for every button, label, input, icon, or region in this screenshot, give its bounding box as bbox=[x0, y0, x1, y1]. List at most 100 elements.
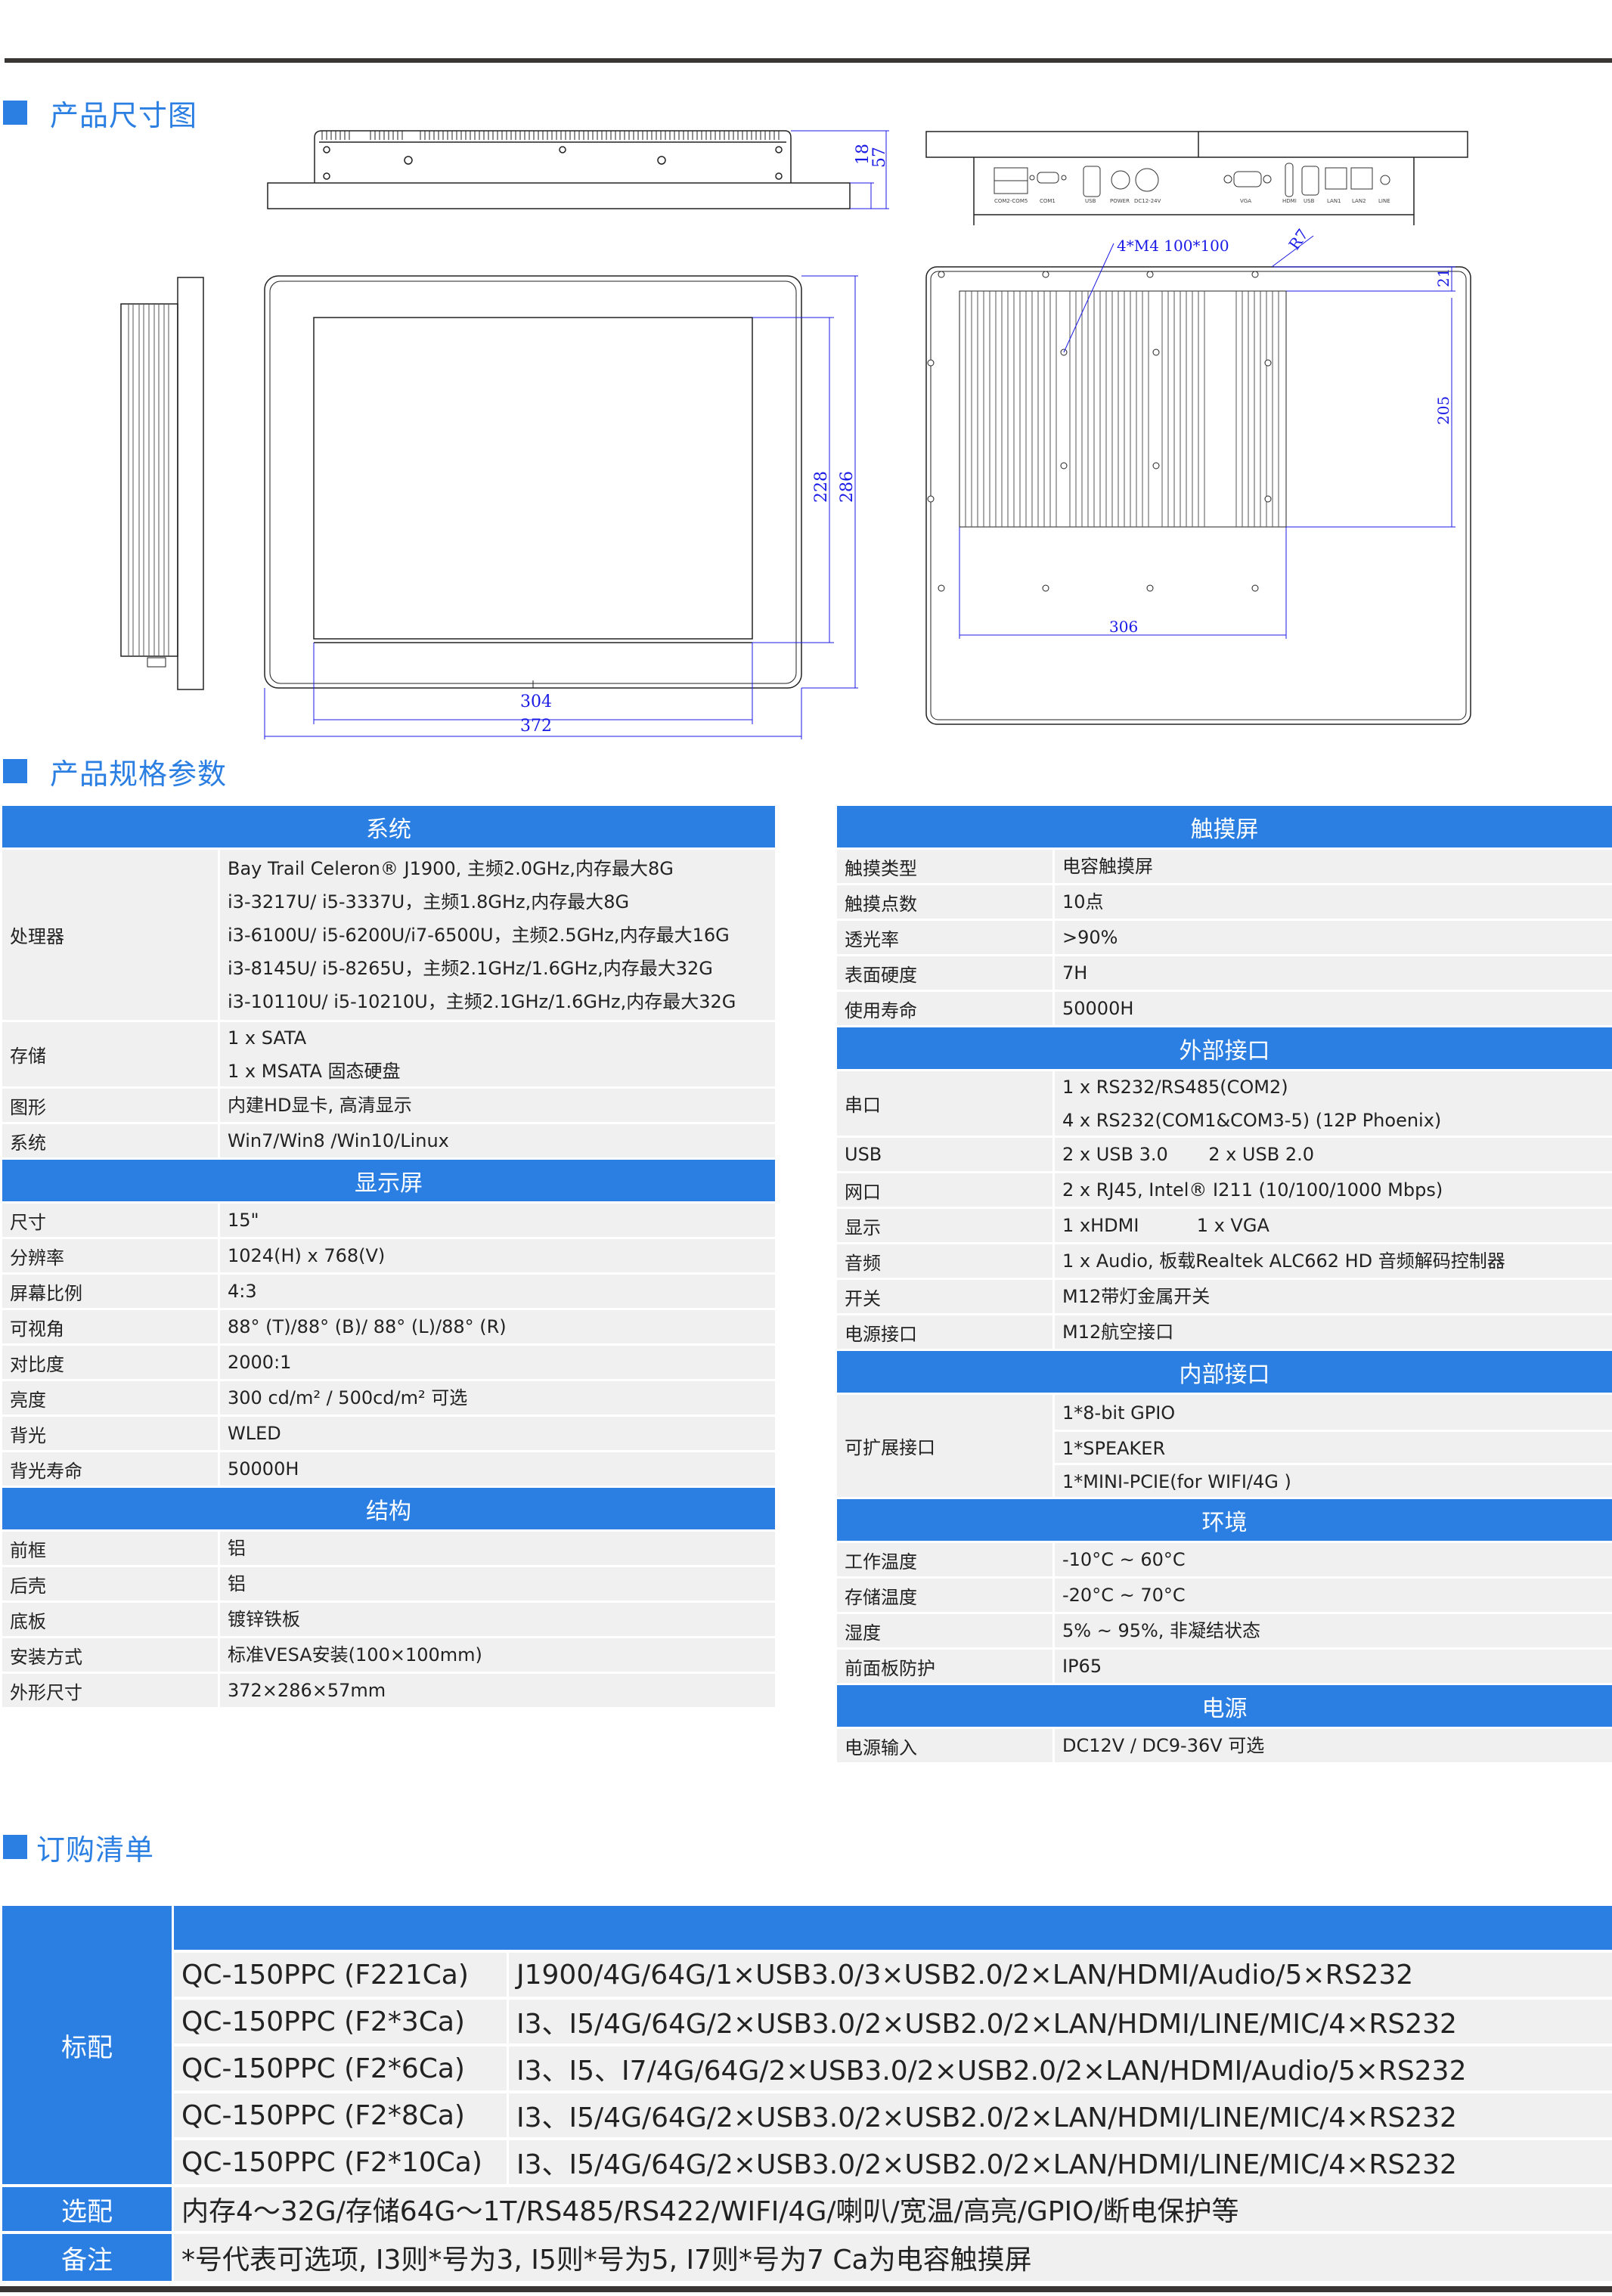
spec-value: 1 x SATA 1 x MSATA 固态硬盘 bbox=[220, 1022, 775, 1086]
spec-value-line: i3-6100U/ i5-6200U/i7-6500U，主频2.5GHz,内存最… bbox=[228, 924, 730, 946]
spec-key: 表面硬度 bbox=[837, 956, 1055, 990]
spec-value: 372×286×57mm bbox=[220, 1674, 775, 1707]
spec-value: 标准VESA安装(100×100mm) bbox=[220, 1638, 775, 1672]
model-cell: QC-150PPC (F2*3Ca) bbox=[172, 2000, 507, 2047]
note-label: 备注 bbox=[2, 2234, 172, 2281]
spec-table-left: 系统 处理器 Bay Trail Celeron® J1900, 主频2.0GH… bbox=[2, 806, 775, 1709]
spec-key: 使用寿命 bbox=[837, 992, 1055, 1025]
spec-key: 开关 bbox=[837, 1280, 1055, 1313]
group-header-display: 显示屏 bbox=[2, 1160, 775, 1204]
dim-306: 306 bbox=[1109, 618, 1138, 636]
spec-row-expansion: 可扩展接口 1*8-bit GPIO 1*SPEAKER 1*MINI-PCIE… bbox=[837, 1395, 1612, 1499]
spec-value-line: 1 x RS232/RS485(COM2) bbox=[1062, 1076, 1288, 1098]
spec-row: 尺寸 15" bbox=[2, 1204, 775, 1239]
spec-value: 10点 bbox=[1055, 885, 1612, 919]
spec-key: 背光 bbox=[2, 1417, 220, 1450]
group-header-internal-io: 内部接口 bbox=[837, 1351, 1612, 1395]
spec-row: 后壳铝 bbox=[2, 1567, 775, 1603]
spec-value-line: 88° (T)/88° (B)/ 88° (L)/88° (R) bbox=[228, 1316, 507, 1337]
dim-304: 304 bbox=[520, 693, 552, 711]
spec-value-line: i3-8145U/ i5-8265U，主频2.1GHz/1.6GHz,内存最大3… bbox=[228, 957, 713, 979]
spec-value-line: 2 x RJ45, Intel® I211 (10/100/1000 Mbps) bbox=[1062, 1179, 1443, 1201]
config-cell: I3、I5/4G/64G/2×USB3.0/2×USB2.0/2×LAN/HDM… bbox=[507, 2000, 1612, 2047]
spec-key: 显示 bbox=[837, 1209, 1055, 1242]
spec-key: 图形 bbox=[2, 1089, 220, 1122]
spec-value: DC12V / DC9-36V 可选 bbox=[1055, 1729, 1612, 1762]
spec-key: 外形尺寸 bbox=[2, 1674, 220, 1707]
spec-value-line: Win7/Win8 /Win10/Linux bbox=[228, 1130, 449, 1151]
port-label-line: LINE bbox=[1378, 198, 1390, 204]
spec-key: 电源输入 bbox=[837, 1729, 1055, 1762]
spec-value: 5% ~ 95%, 非凝结状态 bbox=[1055, 1614, 1612, 1647]
spec-key: 分辨率 bbox=[2, 1239, 220, 1272]
spec-key: 可视角 bbox=[2, 1310, 220, 1343]
spec-value: M12航空接口 bbox=[1055, 1315, 1612, 1349]
spec-value: >90% bbox=[1055, 921, 1612, 954]
section-bullet-icon bbox=[3, 101, 27, 125]
spec-value-line: 300 cd/m² / 500cd/m² 可选 bbox=[228, 1387, 468, 1408]
spec-value: 1*8-bit GPIO 1*SPEAKER 1*MINI-PCIE(for W… bbox=[1055, 1395, 1612, 1497]
top-divider-bar bbox=[5, 58, 1612, 63]
spec-value: 7H bbox=[1055, 956, 1612, 990]
config-cell: J1900/4G/64G/1×USB3.0/3×USB2.0/2×LAN/HDM… bbox=[507, 1953, 1612, 2000]
port-label-com1: COM1 bbox=[1040, 198, 1056, 204]
spec-key: 系统 bbox=[2, 1124, 220, 1157]
dim-372: 372 bbox=[520, 717, 552, 736]
spec-key: 串口 bbox=[837, 1071, 1055, 1136]
spec-key: 屏幕比例 bbox=[2, 1275, 220, 1308]
spec-value: 15" bbox=[220, 1204, 775, 1237]
spec-row: 底板镀锌铁板 bbox=[2, 1603, 775, 1638]
spec-value: 2000:1 bbox=[220, 1346, 775, 1379]
spec-value-line: 镀锌铁板 bbox=[228, 1609, 300, 1630]
section-bullet-icon bbox=[3, 759, 27, 783]
group-header-external-io: 外部接口 bbox=[837, 1027, 1612, 1071]
spec-value-line: 10点 bbox=[1062, 891, 1104, 913]
group-header-structure: 结构 bbox=[2, 1488, 775, 1532]
radius-note: R7 bbox=[1285, 227, 1312, 253]
config-cell: I3、I5/4G/64G/2×USB3.0/2×USB2.0/2×LAN/HDM… bbox=[507, 2093, 1612, 2140]
spec-value-line: IP65 bbox=[1062, 1656, 1102, 1677]
spec-row-os: 系统 Win7/Win8 /Win10/Linux bbox=[2, 1124, 775, 1160]
spec-key: 对比度 bbox=[2, 1346, 220, 1379]
spec-key: 电源接口 bbox=[837, 1315, 1055, 1349]
spec-row: 工作温度-10°C ~ 60°C bbox=[837, 1543, 1612, 1579]
spec-value-line: Bay Trail Celeron® J1900, 主频2.0GHz,内存最大8… bbox=[228, 857, 674, 879]
spec-key: 尺寸 bbox=[2, 1204, 220, 1237]
spec-key: 安装方式 bbox=[2, 1638, 220, 1672]
order-table-header bbox=[172, 1906, 1612, 1953]
port-label-usb2: USB bbox=[1304, 198, 1315, 204]
spec-value: 50000H bbox=[1055, 992, 1612, 1025]
spec-value-line: DC12V / DC9-36V 可选 bbox=[1062, 1735, 1265, 1756]
spec-key: 触摸点数 bbox=[837, 885, 1055, 919]
model-cell: QC-150PPC (F2*8Ca) bbox=[172, 2093, 507, 2140]
spec-row-processor: 处理器 Bay Trail Celeron® J1900, 主频2.0GHz,内… bbox=[2, 850, 775, 1022]
section-title-dimensions: 产品尺寸图 bbox=[3, 94, 197, 132]
spec-value-line: 1024(H) x 768(V) bbox=[228, 1245, 386, 1266]
spec-value-line: 铝 bbox=[228, 1538, 246, 1559]
spec-value: 1 xHDMI 1 x VGA bbox=[1055, 1209, 1612, 1242]
spec-value: 1 x Audio, 板载Realtek ALC662 HD 音频解码控制器 bbox=[1055, 1244, 1612, 1278]
spec-value-line: 50000H bbox=[1062, 998, 1134, 1019]
port-label-vga: VGA bbox=[1240, 198, 1251, 204]
spec-value-line: 1 x Audio, 板载Realtek ALC662 HD 音频解码控制器 bbox=[1062, 1250, 1505, 1272]
port-label-lan1: LAN1 bbox=[1327, 198, 1341, 204]
spec-value: 1024(H) x 768(V) bbox=[220, 1239, 775, 1272]
top-view-drawing: 18 57 bbox=[267, 130, 889, 209]
spec-value-line: -10°C ~ 60°C bbox=[1062, 1549, 1186, 1570]
port-label-hdmi: HDMI bbox=[1282, 198, 1297, 204]
spec-row: 安装方式标准VESA安装(100×100mm) bbox=[2, 1638, 775, 1674]
spec-key: 背光寿命 bbox=[2, 1452, 220, 1486]
spec-row: 透光率>90% bbox=[837, 921, 1612, 956]
note-value: *号代表可选项, I3则*号为3, I5则*号为5, I7则*号为7 Ca为电容… bbox=[172, 2234, 1612, 2281]
optional-label: 选配 bbox=[2, 2187, 172, 2234]
standard-label: 标配 bbox=[2, 1906, 172, 2187]
spec-value-line: 15" bbox=[228, 1210, 259, 1231]
